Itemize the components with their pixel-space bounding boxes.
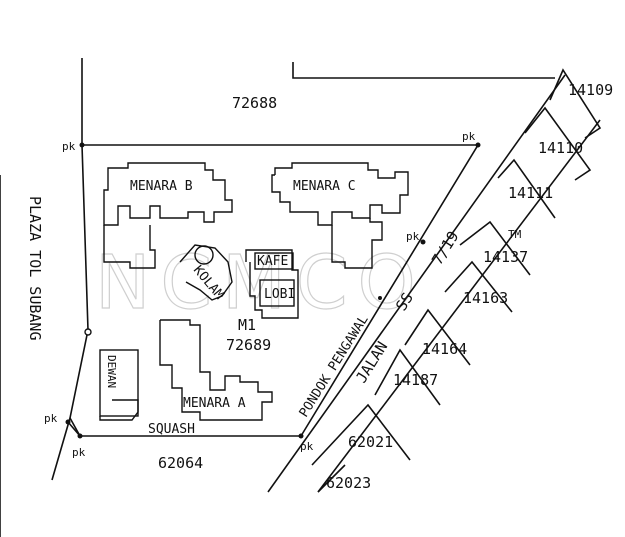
lot-14187-label: 14187 <box>393 371 438 389</box>
pk-marker-2 <box>475 142 481 148</box>
pondok-road-edge <box>267 74 566 493</box>
menara-c-label: MENARA C <box>293 179 356 194</box>
pk-label-6: pk <box>300 440 314 453</box>
squash-box <box>99 399 139 421</box>
lot-14163-line <box>444 260 513 313</box>
lot-14187-line <box>374 348 441 406</box>
kafe-label: KAFE <box>257 254 288 269</box>
pk-label-3: pk <box>406 230 420 243</box>
lot-14109-line <box>549 68 602 139</box>
lobi-outline <box>245 249 299 319</box>
road-node <box>84 328 92 336</box>
pk-label-1: pk <box>62 140 76 153</box>
menara-a-label: MENARA A <box>183 396 246 411</box>
pk-label-2: pk <box>462 130 476 143</box>
lot-72688-label: 72688 <box>232 94 277 112</box>
lot-14164-line <box>404 308 471 366</box>
lot-62023-line <box>317 464 346 493</box>
dewan-label: DEWAN <box>105 355 118 388</box>
menara-c-outline <box>271 162 409 226</box>
jalan-road-edge <box>317 119 601 493</box>
plaza-road-line <box>51 58 89 481</box>
lot-14111-label: 14111 <box>508 184 553 202</box>
menara-b-wing <box>103 225 156 269</box>
lot-72689-label: 72689 <box>226 336 271 354</box>
pk-label-4: pk <box>44 412 58 425</box>
lot-14137-line <box>459 220 531 276</box>
lot-14110-label: 14110 <box>538 139 583 157</box>
pk-marker-1 <box>79 142 85 148</box>
menara-a-outline <box>159 319 273 421</box>
lot-62021-label: 62021 <box>348 433 393 451</box>
lot-14137-label: 14137 <box>483 248 528 266</box>
lot-14109-label: 14109 <box>568 81 613 99</box>
menara-c-wing <box>331 218 383 269</box>
lobi-box <box>259 279 295 307</box>
lobi-label: LOBI <box>264 287 295 302</box>
plaza-road-label: PLAZA TOL SUBANG <box>26 196 44 341</box>
kafe-box <box>254 252 294 270</box>
dewan-box <box>99 349 139 417</box>
pk-marker-3 <box>420 239 426 245</box>
menara-b-outline <box>103 162 233 226</box>
pondok-arrow-dot <box>378 296 382 300</box>
lot-m1-label: M1 <box>238 316 256 334</box>
squash-label: SQUASH <box>148 422 195 437</box>
lot-62023-label: 62023 <box>326 474 371 492</box>
lot-62064-label: 62064 <box>158 454 203 472</box>
menara-b-label: MENARA B <box>130 179 193 194</box>
lot-72688-boundary <box>292 62 555 79</box>
pk-marker-6 <box>298 433 304 439</box>
pool-circle <box>194 245 214 265</box>
num-label: 7/19 <box>428 228 462 268</box>
jalan-label: JALAN <box>352 338 391 386</box>
pk-label-5: pk <box>72 446 86 459</box>
lot-62021-line <box>311 403 411 466</box>
lot-14164-label: 14164 <box>422 340 467 358</box>
lot-14110-line <box>524 106 592 181</box>
lot-14163-label: 14163 <box>463 289 508 307</box>
pk-marker-4 <box>65 419 71 425</box>
pk-marker-5 <box>77 433 83 439</box>
